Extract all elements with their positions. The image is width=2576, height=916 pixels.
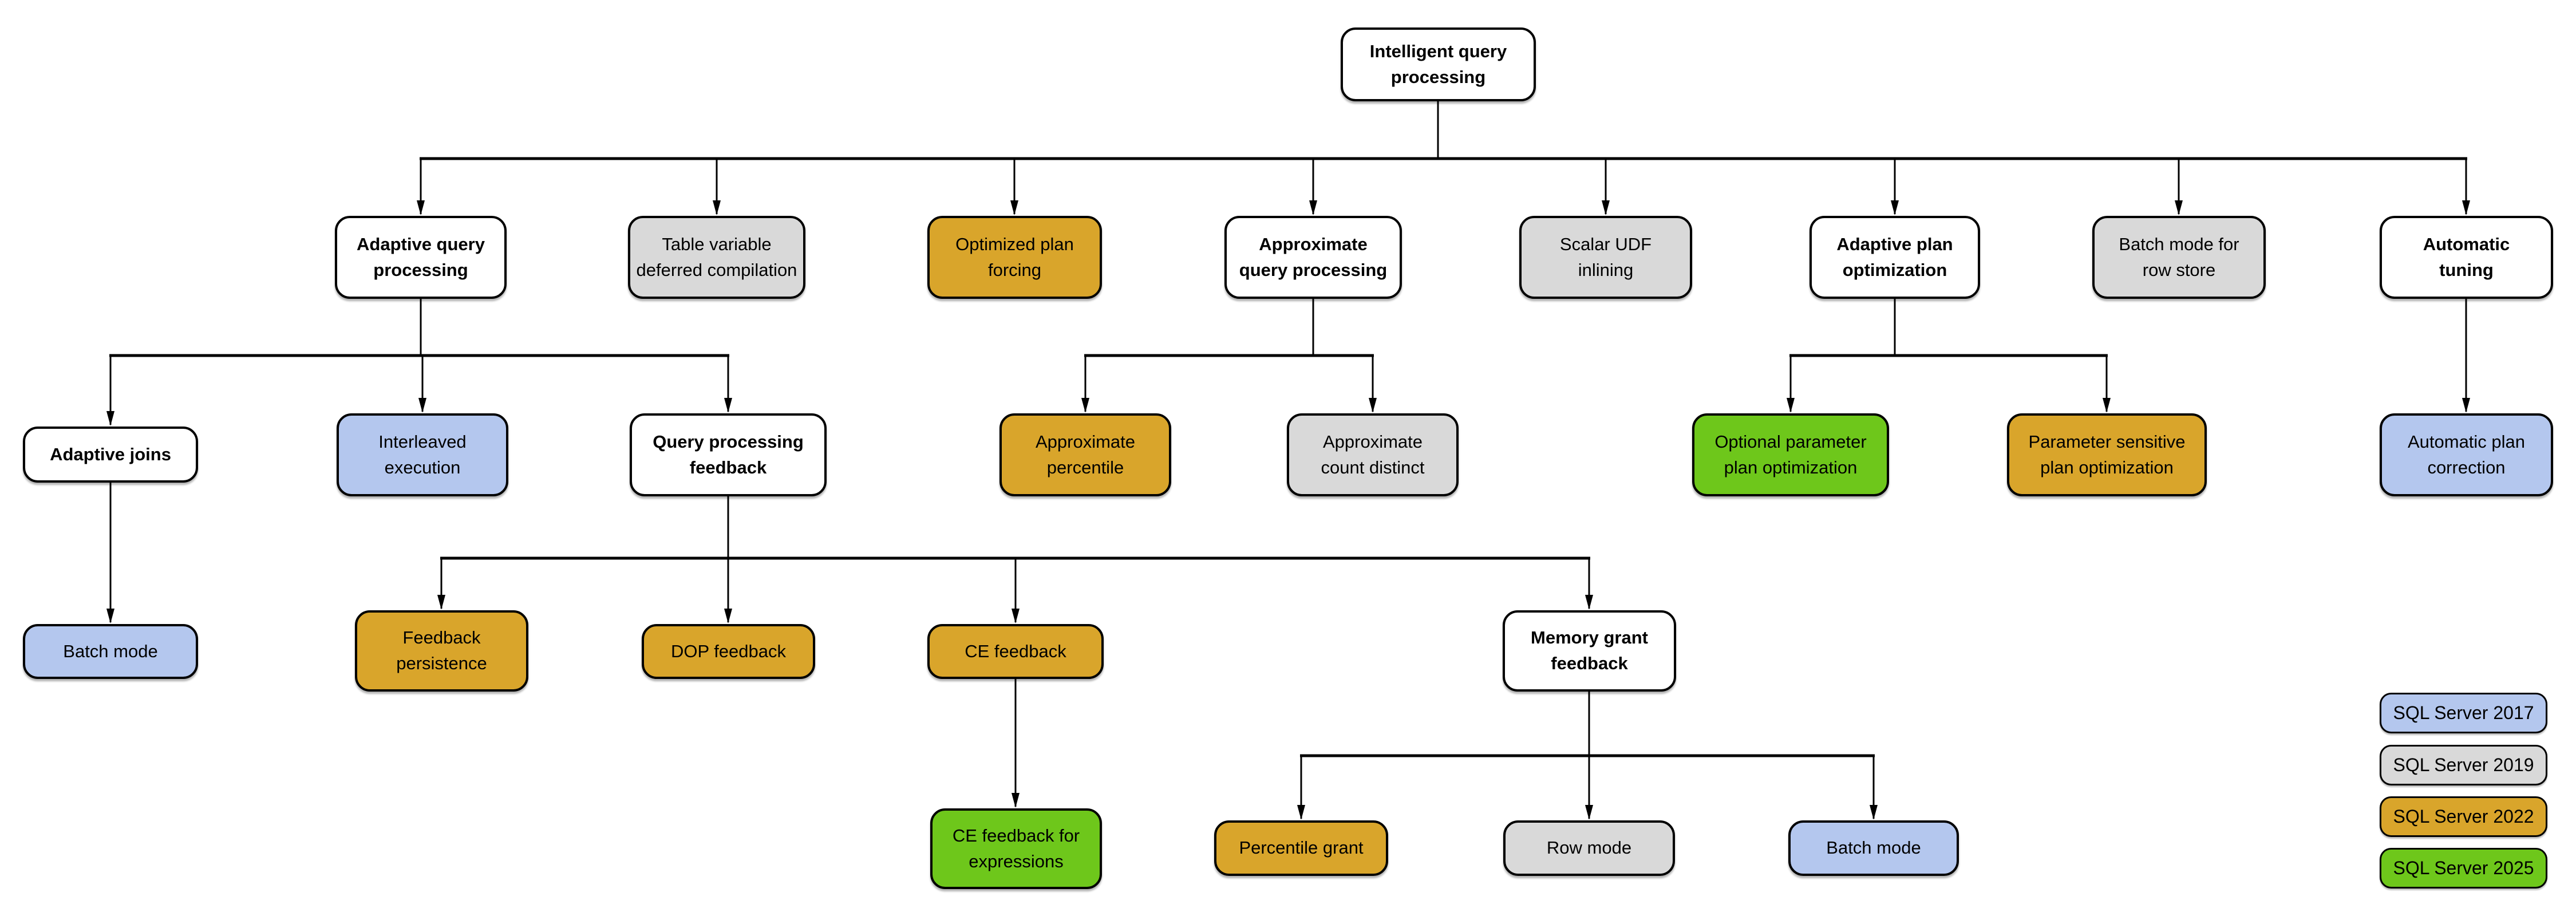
node-intelligent-query-processing: Intelligent query processing [1341,27,1536,101]
node-query-processing-feedback: Query processing feedback [630,413,827,496]
node-dop-feedback: DOP feedback [642,624,815,679]
node-memory-grant-feedback: Memory grant feedback [1503,610,1676,692]
node-adaptive-query-processing: Adaptive query processing [335,216,507,299]
node-adaptive-joins: Adaptive joins [23,427,198,483]
node-automatic-plan-correction: Automatic plan correction [2380,413,2553,496]
node-batch-mode-memory-grant: Batch mode [1788,820,1959,876]
node-approximate-query-processing: Approximate query processing [1224,216,1402,299]
node-percentile-grant: Percentile grant [1214,820,1388,876]
legend-sql-server-2025: SQL Server 2025 [2380,848,2547,889]
node-approximate-count-distinct: Approximate count distinct [1287,413,1459,496]
node-scalar-udf-inlining: Scalar UDF inlining [1519,216,1692,299]
node-batch-mode-adaptive-joins: Batch mode [23,624,198,679]
node-ce-feedback-for-expressions: CE feedback for expressions [930,808,1102,889]
node-optional-parameter-plan-optimization: Optional parameter plan optimization [1692,413,1889,496]
node-interleaved-execution: Interleaved execution [337,413,508,496]
legend-sql-server-2019: SQL Server 2019 [2380,745,2547,785]
node-parameter-sensitive-plan-optimization: Parameter sensitive plan optimization [2007,413,2207,496]
node-feedback-persistence: Feedback persistence [355,610,528,692]
node-table-variable-deferred-compilation: Table variable deferred compilation [628,216,805,299]
node-batch-mode-for-row-store: Batch mode for row store [2092,216,2266,299]
node-row-mode: Row mode [1503,820,1675,876]
legend-sql-server-2022: SQL Server 2022 [2380,796,2547,837]
node-ce-feedback: CE feedback [927,624,1104,679]
legend-sql-server-2017: SQL Server 2017 [2380,693,2547,733]
node-approximate-percentile: Approximate percentile [999,413,1171,496]
node-automatic-tuning: Automatic tuning [2380,216,2553,299]
node-optimized-plan-forcing: Optimized plan forcing [927,216,1102,299]
node-adaptive-plan-optimization: Adaptive plan optimization [1809,216,1980,299]
